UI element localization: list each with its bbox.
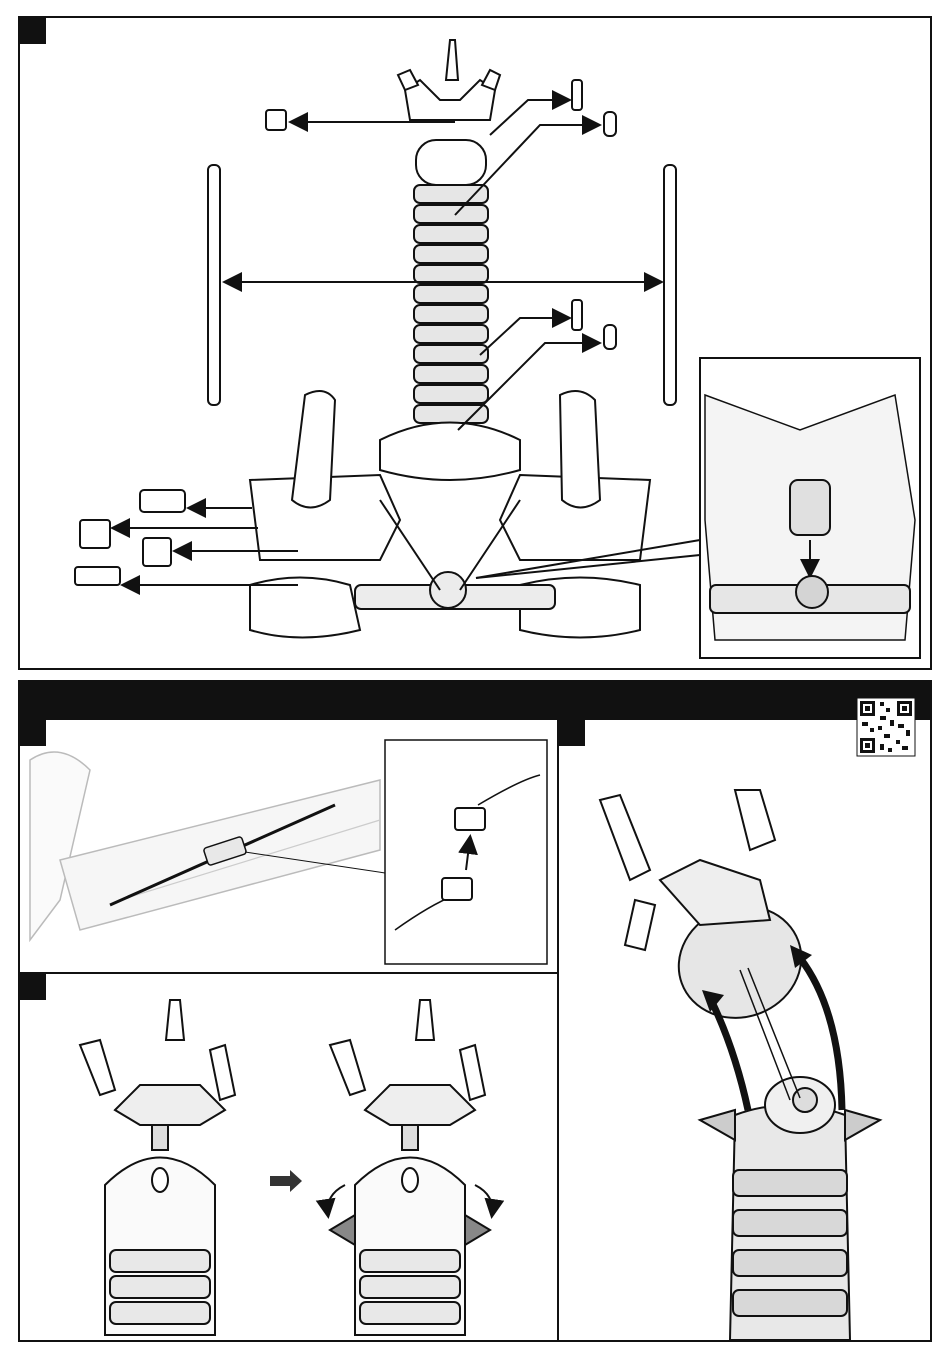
claw-before (80, 1000, 235, 1335)
right-arrow-icon (270, 1170, 302, 1192)
cable-routing-scene (30, 752, 385, 940)
claw-after (330, 1000, 490, 1335)
cable-inset (385, 740, 547, 964)
